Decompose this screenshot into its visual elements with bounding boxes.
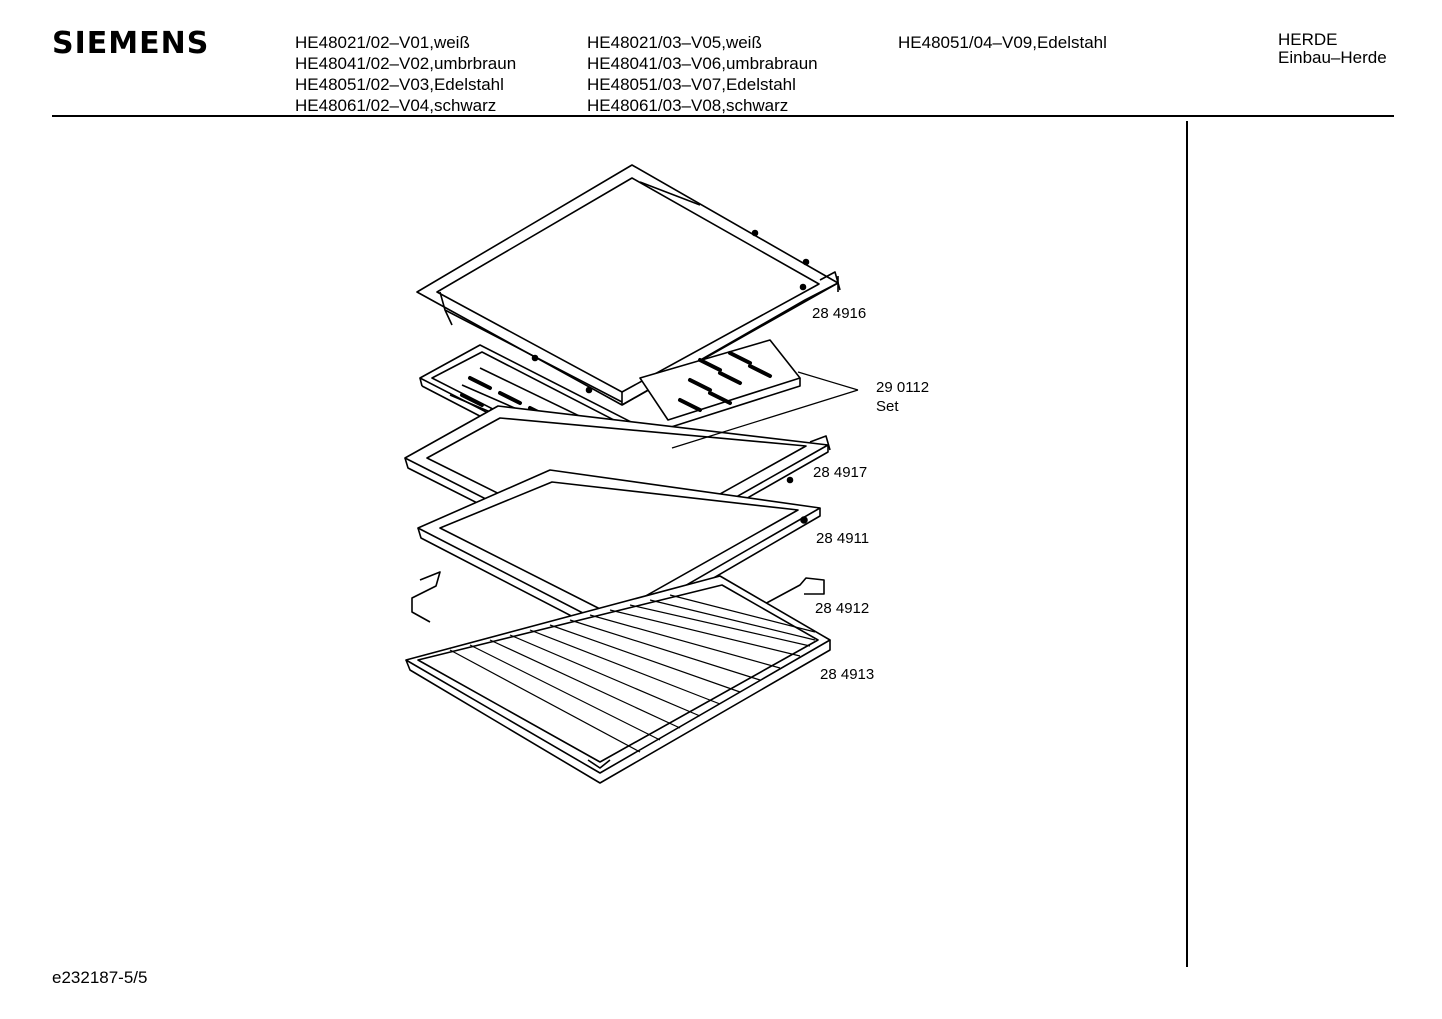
part-number-label: 28 4913: [820, 666, 874, 683]
deep-baking-tray: [416, 164, 841, 406]
product-category: HERDE Einbau–Herde: [1278, 31, 1387, 67]
header-divider: [52, 115, 1394, 117]
model-entry: HE48021/03–V05,weiß: [587, 33, 762, 52]
model-entry: HE48041/02–V02,umbrbraun: [295, 54, 517, 73]
part-number-label: 28 4912: [815, 600, 869, 617]
model-entry: HE48061/02–V04,schwarz: [295, 96, 497, 115]
model-list-column-2: HE48021/03–V05,weiß HE48041/03–V06,umbra…: [587, 32, 818, 116]
model-entry: HE48051/04–V09,Edelstahl: [898, 33, 1107, 52]
model-list-column-1: HE48021/02–V01,weiß HE48041/02–V02,umbrb…: [295, 32, 516, 116]
model-list-column-3: HE48051/04–V09,Edelstahl: [898, 32, 1107, 53]
category-title: HERDE: [1278, 30, 1338, 49]
model-entry: HE48051/02–V03,Edelstahl: [295, 75, 504, 94]
part-number-label: 28 4916: [812, 305, 866, 322]
part-number-label: 29 0112: [876, 379, 929, 396]
callout-leaders: [671, 371, 859, 449]
model-entry: HE48051/03–V07,Edelstahl: [587, 75, 796, 94]
model-entry: HE48061/03–V08,schwarz: [587, 96, 789, 115]
model-entry: HE48041/03–V06,umbrabraun: [587, 54, 818, 73]
model-entry: HE48021/02–V01,weiß: [295, 33, 470, 52]
category-subtitle: Einbau–Herde: [1278, 48, 1387, 67]
brand-logo: SIEMENS: [52, 26, 210, 61]
part-number-label: 28 4911: [816, 530, 869, 547]
document-code: e232187-5/5: [52, 968, 148, 987]
part-number-label: 28 4917: [813, 464, 867, 481]
column-divider: [1186, 121, 1188, 967]
part-note-label: Set: [876, 398, 899, 415]
oven-rack: [405, 575, 831, 784]
